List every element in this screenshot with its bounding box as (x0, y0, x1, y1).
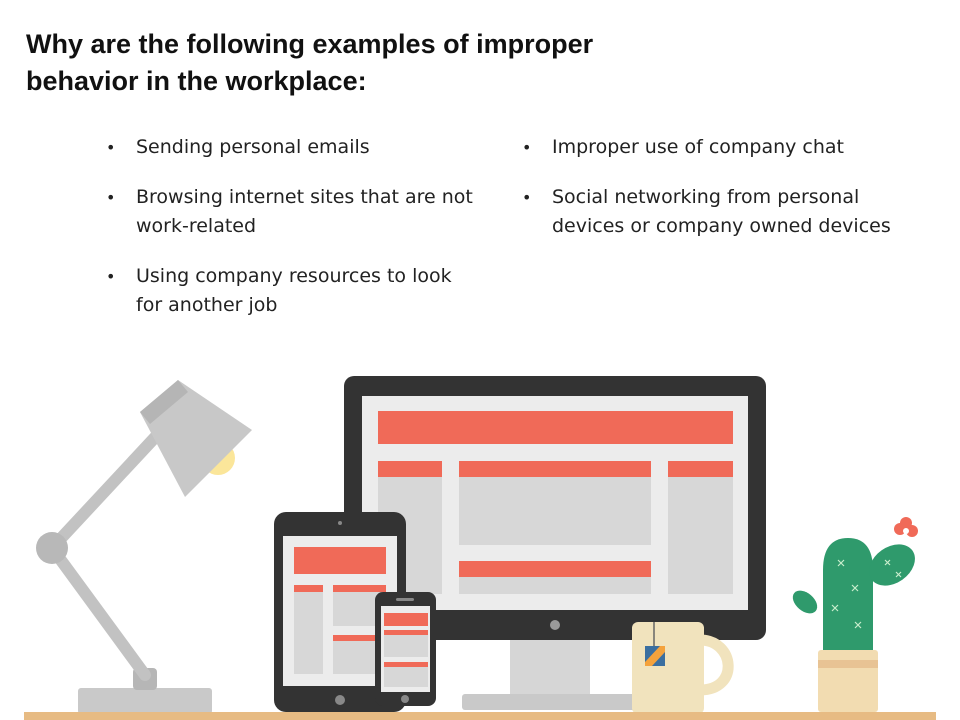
bullet-glyph: • (106, 188, 116, 207)
left-bullet-list: • Sending personal emails • Browsing inter… (106, 133, 476, 341)
right-bullet-list: • Improper use of company chat • Social ne… (522, 133, 902, 262)
bullet-item: • Improper use of company chat (522, 133, 902, 162)
bullet-glyph: • (106, 267, 116, 286)
bullet-text: Improper use of company chat (552, 136, 845, 158)
desk-surface (24, 712, 936, 720)
bullet-text: Browsing internet sites that are not wor… (136, 186, 473, 237)
tea-mug-icon (632, 622, 734, 714)
bullet-glyph: • (522, 188, 532, 207)
bullet-text: Sending personal emails (136, 136, 370, 158)
bullet-item: • Browsing internet sites that are not wo… (106, 183, 476, 241)
bullet-item: • Sending personal emails (106, 133, 476, 162)
desk-lamp-icon (36, 380, 252, 714)
bullet-item: • Social networking from personal devices… (522, 183, 902, 241)
bullet-text: Using company resources to look for anot… (136, 265, 452, 316)
desktop-monitor-icon (344, 376, 766, 710)
bullet-glyph: • (522, 138, 532, 157)
smartphone-icon (375, 592, 436, 706)
bullet-item: • Using company resources to look for ano… (106, 262, 476, 320)
bullet-glyph: • (106, 138, 116, 157)
cactus-plant-icon (792, 517, 918, 712)
bullet-text: Social networking from personal devices … (552, 186, 891, 237)
slide-title: Why are the following examples of improp… (26, 29, 594, 96)
